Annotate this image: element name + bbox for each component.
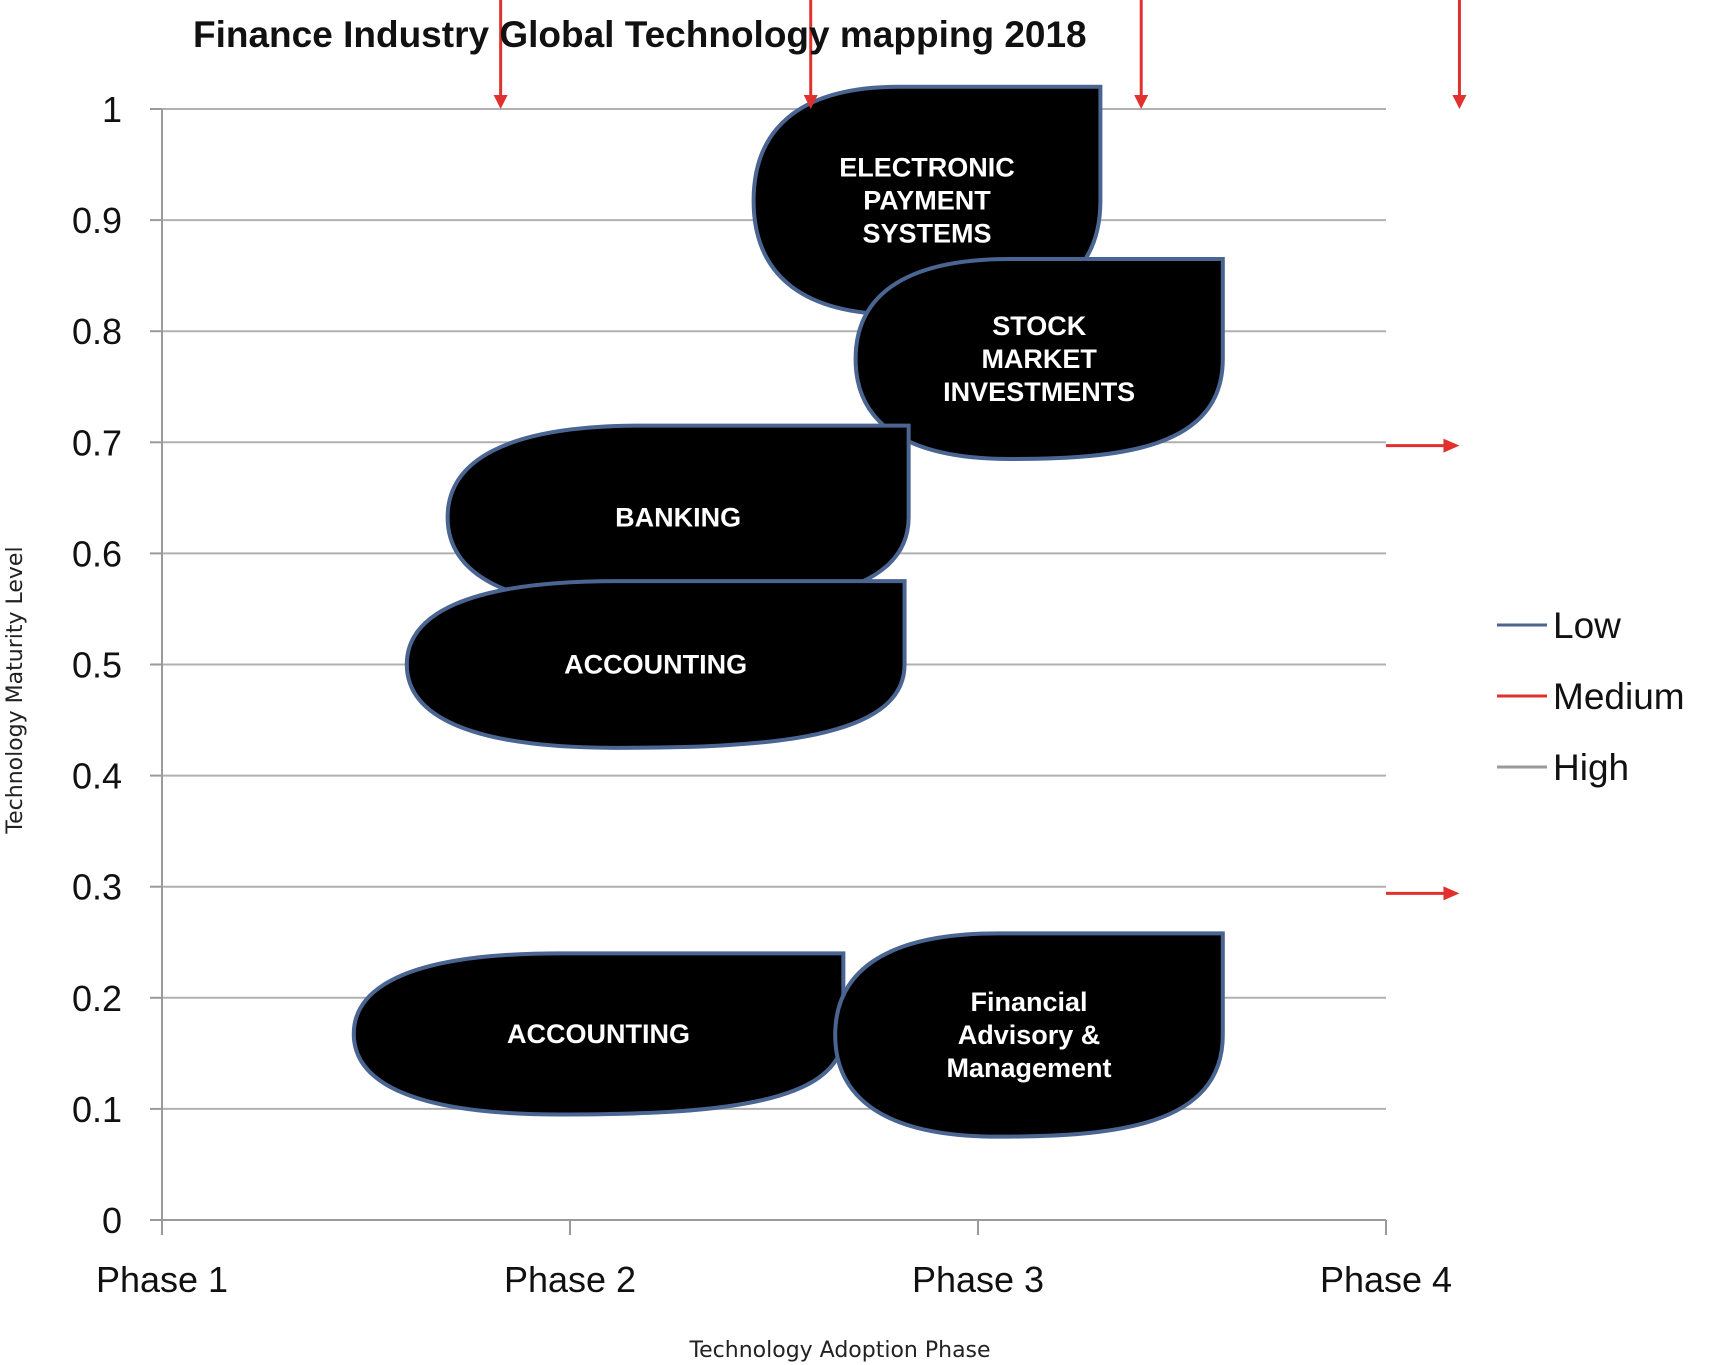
bubble-label: INVESTMENTS xyxy=(943,377,1135,407)
bubble-label: Advisory & xyxy=(958,1020,1101,1050)
bubble-label: MARKET xyxy=(981,344,1097,374)
bubble-label: ELECTRONIC xyxy=(839,153,1015,183)
y-tick-label: 0.8 xyxy=(72,311,122,352)
chart-title: Finance Industry Global Technology mappi… xyxy=(193,14,1087,55)
bubble-label: Financial xyxy=(970,987,1087,1017)
y-tick-label: 0.4 xyxy=(72,756,122,797)
y-tick-label: 0 xyxy=(102,1200,122,1241)
y-tick-label: 0.9 xyxy=(72,200,122,241)
x-tick-label: Phase 4 xyxy=(1320,1259,1452,1300)
bubble-label: PAYMENT xyxy=(863,186,991,216)
arrow-layer xyxy=(493,0,1467,901)
legend-label: Medium xyxy=(1553,676,1685,717)
y-tick-label: 0.6 xyxy=(72,533,122,574)
technology-bubble xyxy=(404,579,907,750)
x-tick-label: Phase 2 xyxy=(504,1259,636,1300)
y-axis-label: Technology Maturity Level xyxy=(3,546,28,834)
x-axis-label: Technology Adoption Phase xyxy=(688,1338,990,1363)
technology-bubble xyxy=(833,931,1225,1139)
y-tick-label: 0.7 xyxy=(72,422,122,463)
legend-label: High xyxy=(1553,747,1629,788)
medium-arrow-head xyxy=(1443,886,1460,901)
medium-arrow-head xyxy=(803,95,818,109)
y-tick-label: 1 xyxy=(102,89,122,130)
technology-bubble xyxy=(853,256,1225,461)
y-tick-label: 0.2 xyxy=(72,978,122,1019)
medium-arrow-head xyxy=(1443,438,1460,453)
y-tick-label: 0.1 xyxy=(72,1089,122,1130)
bubble-label: ACCOUNTING xyxy=(564,650,747,680)
medium-arrow-head xyxy=(1452,95,1467,109)
technology-bubble xyxy=(351,951,846,1117)
bubble-label: STOCK xyxy=(992,311,1087,341)
medium-arrow-head xyxy=(493,95,508,109)
bubble-label: ACCOUNTING xyxy=(507,1019,690,1049)
bubble-label: SYSTEMS xyxy=(862,219,991,249)
x-tick-label: Phase 3 xyxy=(912,1259,1044,1300)
y-tick-label: 0.3 xyxy=(72,867,122,908)
bubble-label: BANKING xyxy=(615,502,741,532)
y-tick-label: 0.5 xyxy=(72,645,122,686)
legend-label: Low xyxy=(1553,605,1621,646)
x-tick-label: Phase 1 xyxy=(96,1259,228,1300)
medium-arrow-head xyxy=(1134,95,1149,109)
bubble-label: Management xyxy=(946,1053,1111,1083)
